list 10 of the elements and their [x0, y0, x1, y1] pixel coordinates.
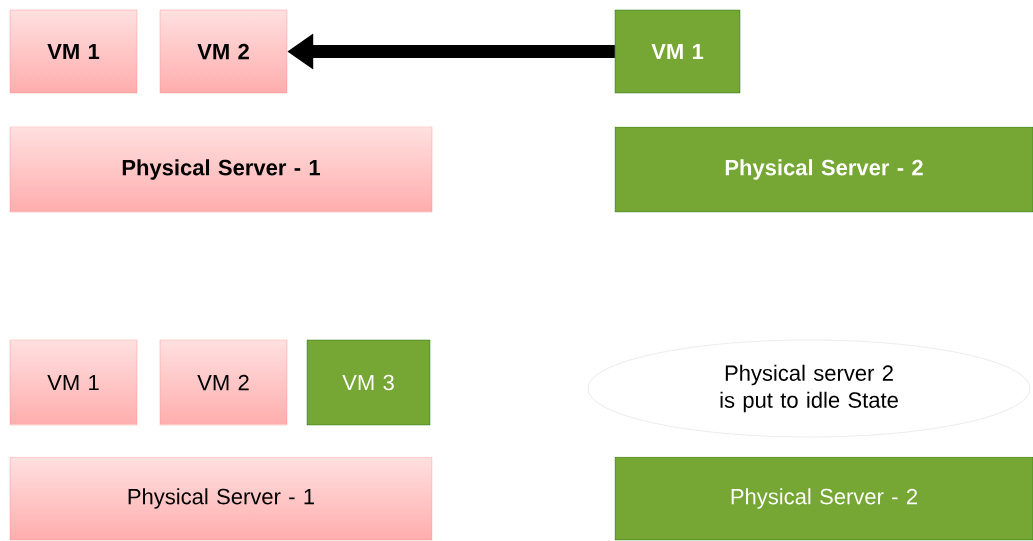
server-box: Physical Server - 2	[614, 126, 1033, 213]
vm-box: VM 1	[9, 9, 138, 94]
vm-box: VM 2	[159, 9, 288, 94]
server-box: Physical Server - 1	[9, 126, 433, 213]
vm-box: VM 2	[159, 339, 288, 426]
vm-box: VM 1	[614, 9, 741, 94]
server-box: Physical Server - 2	[614, 456, 1033, 541]
vm-box: VM 3	[306, 339, 431, 426]
server-box: Physical Server - 1	[9, 456, 433, 541]
vm-box: VM 1	[9, 339, 138, 426]
